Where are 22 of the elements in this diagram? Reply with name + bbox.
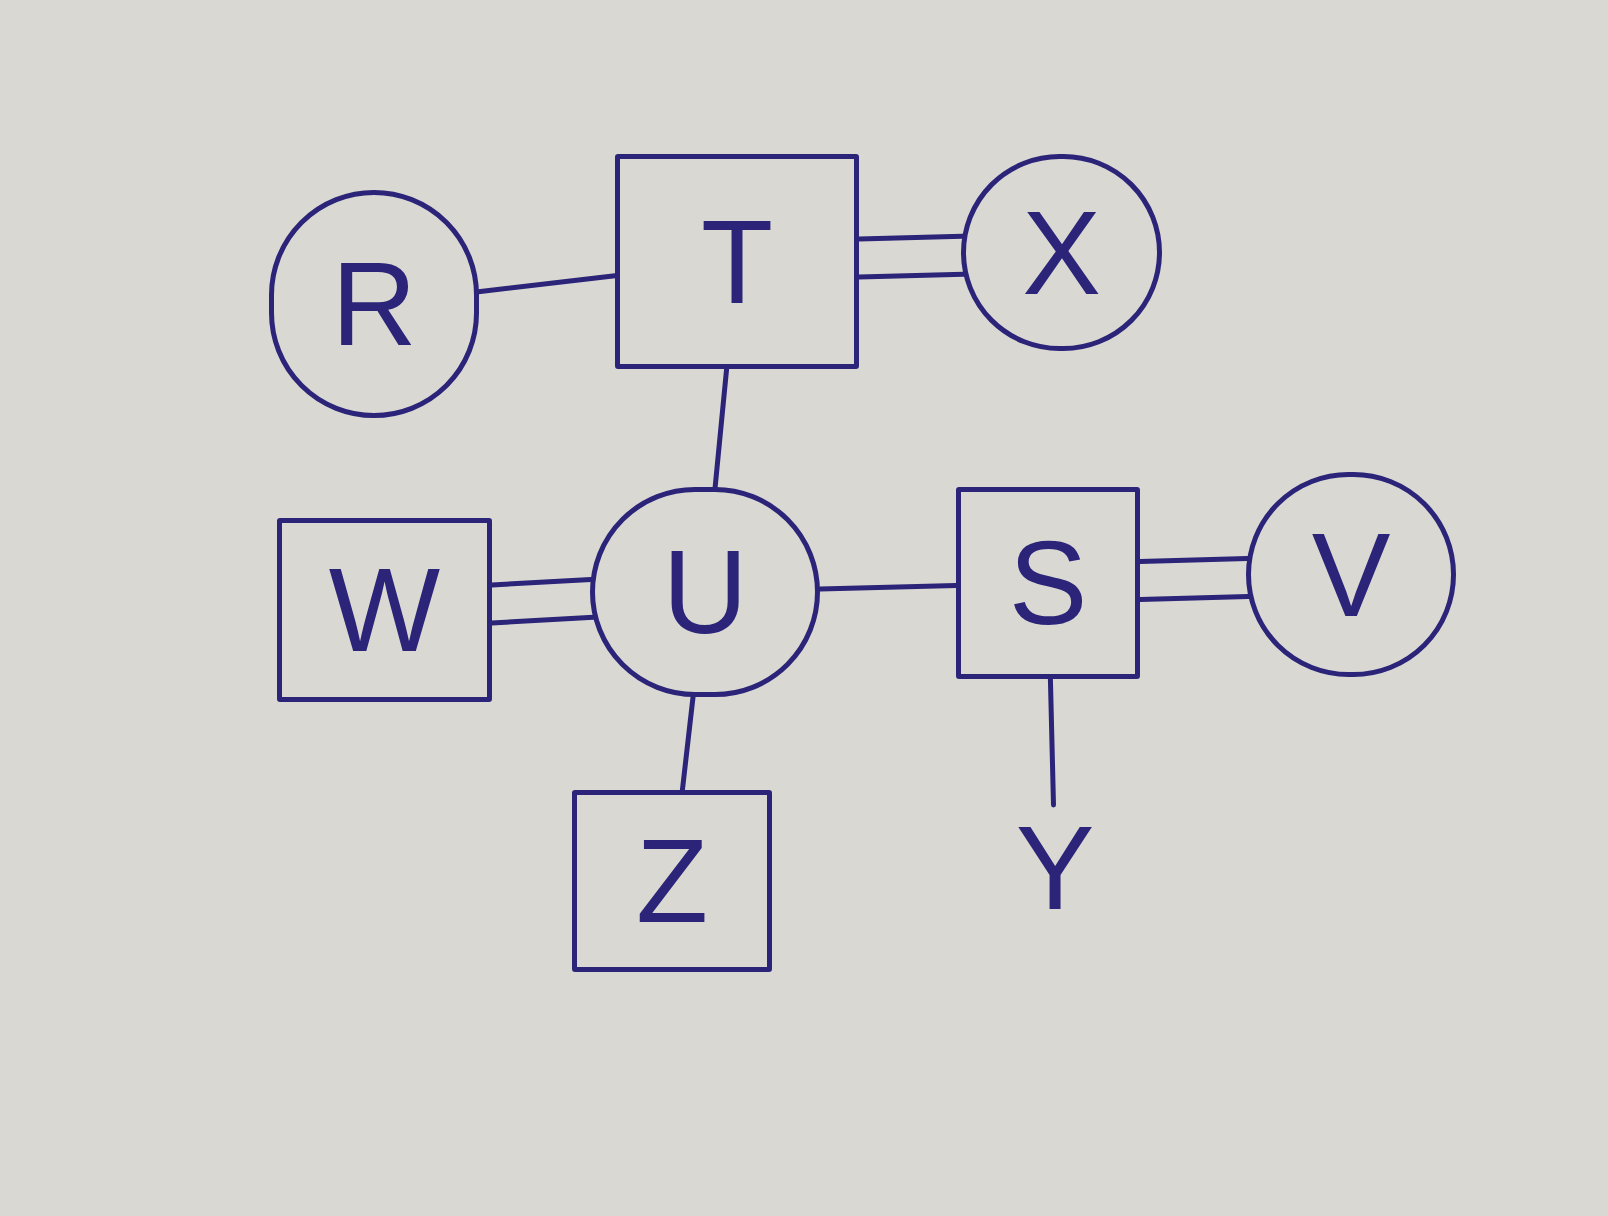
connector-line [712, 366, 730, 490]
connector-line [1137, 593, 1251, 602]
node-letter: T [700, 202, 774, 321]
node-letter: V [1311, 515, 1391, 634]
node-letter: Z [635, 822, 709, 940]
connector-line [489, 614, 596, 626]
node-letter: S [1008, 524, 1088, 642]
node-letter: R [331, 245, 417, 363]
node-letter: X [1022, 193, 1101, 312]
square-node [277, 518, 492, 702]
node-letter: Y [1010, 805, 1100, 930]
node-letter: U [662, 533, 748, 651]
connector-line [817, 582, 959, 592]
connector-line [856, 271, 966, 280]
square-node [956, 487, 1140, 679]
node-letter: W [328, 551, 441, 669]
square-node [615, 154, 859, 369]
connector-line [1047, 676, 1056, 808]
connector-line [489, 576, 594, 588]
connector-line [1137, 555, 1250, 564]
square-node [572, 790, 772, 972]
connector-line [856, 233, 965, 242]
